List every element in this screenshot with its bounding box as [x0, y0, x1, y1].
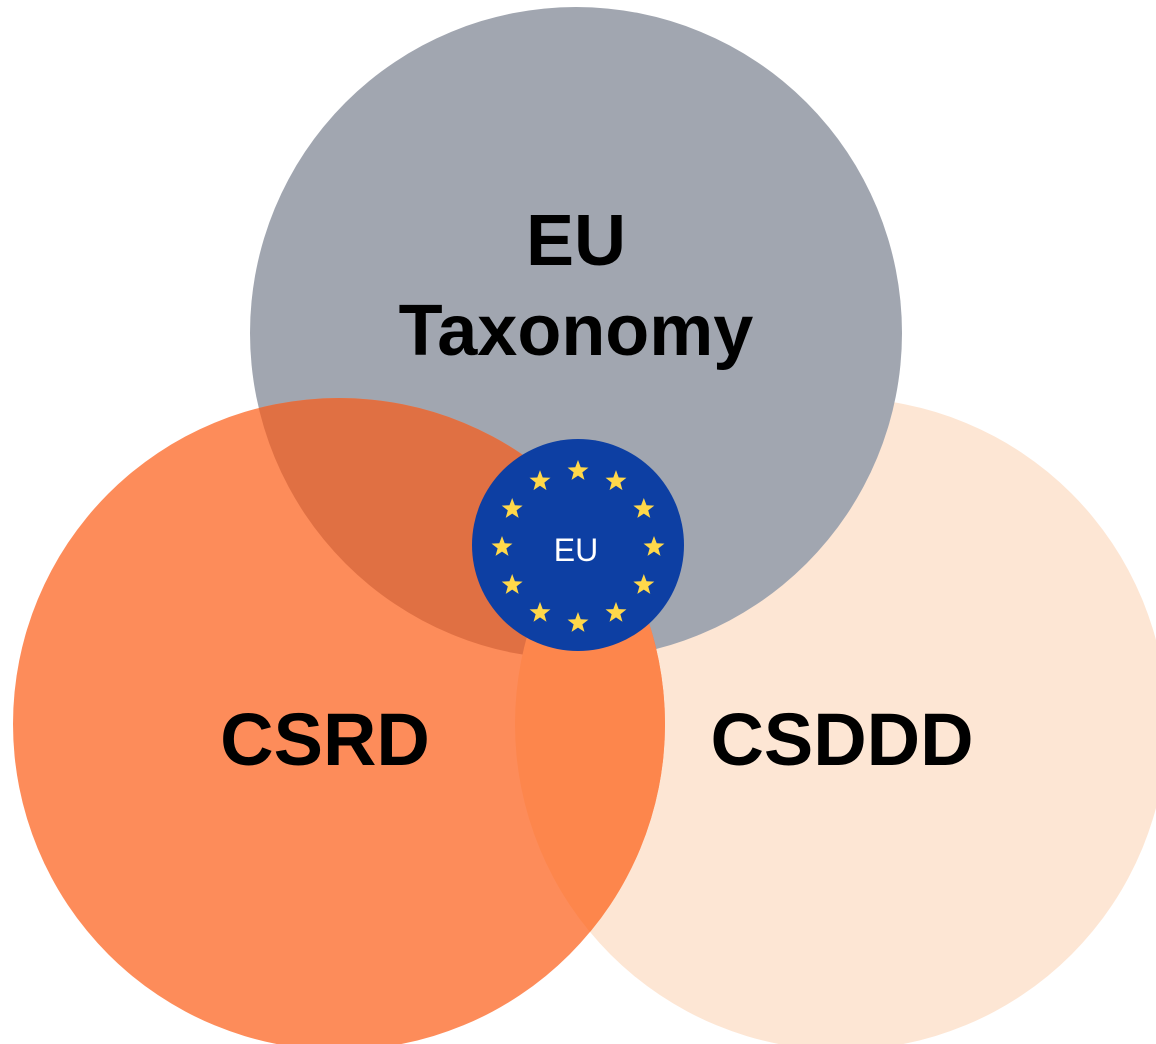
eu-flag-icon: EU [472, 439, 684, 651]
eu-star-icon [529, 601, 551, 622]
eu-star-icon [605, 470, 627, 491]
eu-star-icon [567, 460, 589, 480]
eu-star-icon [501, 574, 523, 594]
eu-stars [491, 460, 665, 632]
eu-star-icon [633, 574, 655, 594]
eu-star-icon [605, 601, 627, 622]
eu-star-icon [529, 470, 551, 491]
eu-taxonomy-label-line1: EU [526, 201, 626, 281]
eu-star-icon [633, 498, 655, 518]
eu-star-icon [567, 612, 589, 632]
eu-taxonomy-label-line2: Taxonomy [399, 291, 754, 371]
eu-badge-background [472, 439, 684, 651]
eu-star-icon [643, 536, 665, 556]
eu-badge-label: EU [554, 532, 598, 568]
csrd-label: CSRD [220, 698, 430, 781]
eu-star-icon [491, 536, 513, 556]
eu-star-icon [501, 498, 523, 518]
csddd-label: CSDDD [710, 698, 973, 781]
